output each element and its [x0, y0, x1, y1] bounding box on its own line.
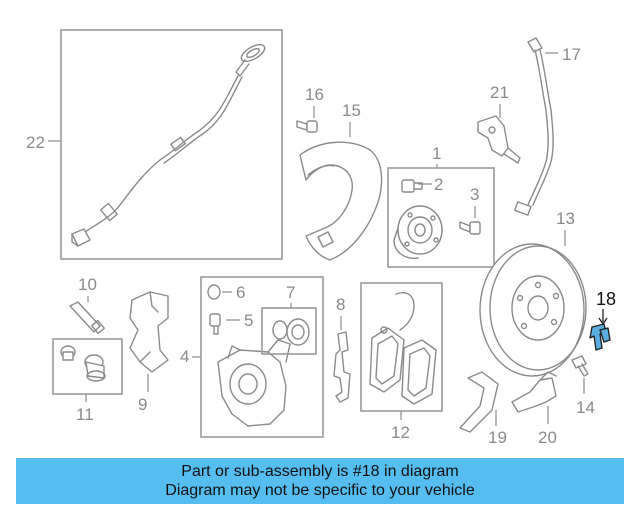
callout-21[interactable]: 21	[490, 83, 509, 102]
part-3-screw[interactable]	[459, 221, 481, 235]
part-15-brake-shield[interactable]	[299, 141, 383, 261]
part-22-box	[60, 29, 283, 260]
callout-3[interactable]: 3	[470, 185, 479, 204]
banner-line-1: Part or sub-assembly is #18 in diagram	[181, 463, 459, 480]
part-12-brake-pads[interactable]	[369, 292, 437, 405]
parts-diagram: 22 16 15 1 2 3	[26, 29, 616, 447]
part-8-spring[interactable]	[333, 331, 351, 403]
callout-10[interactable]: 10	[78, 275, 97, 294]
part-5-bleeder[interactable]	[209, 313, 221, 335]
part-7-piston-seal-kit[interactable]	[272, 318, 310, 346]
callout-4[interactable]: 4	[180, 347, 189, 366]
callout-2[interactable]: 2	[434, 175, 443, 194]
part-17-brake-hose[interactable]	[514, 37, 554, 216]
part-21-bracket[interactable]	[477, 115, 521, 164]
callout-15[interactable]: 15	[342, 101, 361, 120]
part-11-box	[52, 338, 123, 395]
part-16-bolt[interactable]	[296, 120, 318, 133]
part-7-box	[261, 307, 317, 355]
part-11-bushing-kit[interactable]	[60, 345, 106, 382]
callout-16[interactable]: 16	[305, 85, 324, 104]
callout-17[interactable]: 17	[562, 45, 581, 64]
callout-11[interactable]: 11	[76, 405, 94, 424]
callout-9[interactable]: 9	[138, 395, 147, 414]
callout-12[interactable]: 12	[391, 423, 410, 442]
part-18-clip[interactable]	[589, 323, 611, 351]
callout-22[interactable]: 22	[26, 133, 45, 152]
part-19-bracket[interactable]	[459, 371, 499, 433]
callout-14[interactable]: 14	[576, 398, 595, 417]
callout-5[interactable]: 5	[244, 311, 253, 330]
callout-7[interactable]: 7	[286, 283, 295, 302]
callout-6[interactable]: 6	[236, 283, 245, 302]
callout-13[interactable]: 13	[556, 209, 575, 228]
callout-20[interactable]: 20	[538, 428, 557, 447]
part-14-bolt[interactable]	[571, 355, 589, 377]
part-4-box	[200, 276, 324, 438]
callout-18[interactable]: 18	[596, 289, 616, 309]
callout-8[interactable]: 8	[336, 295, 345, 314]
abs-sensor-wire[interactable]	[71, 41, 267, 247]
info-banner: Part or sub-assembly is #18 in diagram D…	[16, 458, 624, 504]
part-20-bracket[interactable]	[511, 371, 557, 413]
banner-line-2: Diagram may not be specific to your vehi…	[165, 482, 475, 499]
part-2-bolt[interactable]	[401, 179, 423, 193]
part-10-guide-pin[interactable]	[69, 301, 105, 335]
callout-1[interactable]: 1	[432, 144, 441, 163]
part-6-cap[interactable]	[207, 284, 221, 300]
part-4-caliper[interactable]	[217, 339, 291, 427]
part-1-box	[387, 167, 495, 268]
part-1-wheel-hub[interactable]	[393, 205, 443, 259]
part-9-caliper-bracket[interactable]	[129, 291, 169, 373]
part-13-brake-rotor[interactable]	[479, 243, 587, 377]
callout-19[interactable]: 19	[488, 428, 507, 447]
